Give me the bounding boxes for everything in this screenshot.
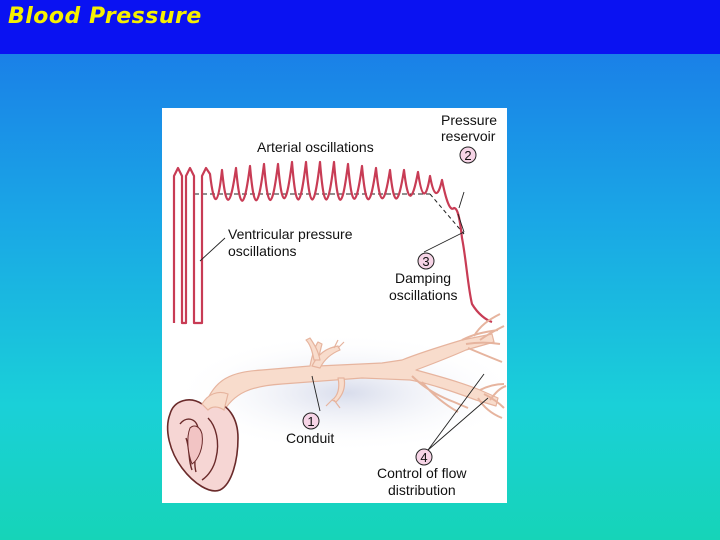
label-ventricular-line1: Ventricular pressure <box>228 226 353 242</box>
marker-4: 4 <box>416 449 432 465</box>
slide-title: Blood Pressure <box>8 4 202 29</box>
figure-canvas: Arterial oscillations Pressure reservoir… <box>162 108 507 503</box>
marker-3: 3 <box>418 253 434 269</box>
marker-1-number: 1 <box>307 414 314 429</box>
label-damping-line2: oscillations <box>389 287 457 303</box>
label-conduit: Conduit <box>286 430 334 446</box>
label-arterial-oscillations: Arterial oscillations <box>257 139 374 155</box>
marker-1: 1 <box>303 413 319 429</box>
title-bar: Blood Pressure <box>0 0 720 54</box>
label-pressure-reservoir-line2: reservoir <box>441 128 496 144</box>
marker-2-number: 2 <box>464 148 471 163</box>
label-damping-line1: Damping <box>395 270 451 286</box>
label-pressure-reservoir-line1: Pressure <box>441 112 497 128</box>
marker-2: 2 <box>460 147 476 163</box>
label-control-line2: distribution <box>388 482 456 498</box>
label-ventricular-line2: oscillations <box>228 243 296 259</box>
label-control-line1: Control of flow <box>377 465 467 481</box>
blood-pressure-figure: Arterial oscillations Pressure reservoir… <box>162 108 507 503</box>
marker-4-number: 4 <box>420 450 427 465</box>
marker-3-number: 3 <box>422 254 429 269</box>
